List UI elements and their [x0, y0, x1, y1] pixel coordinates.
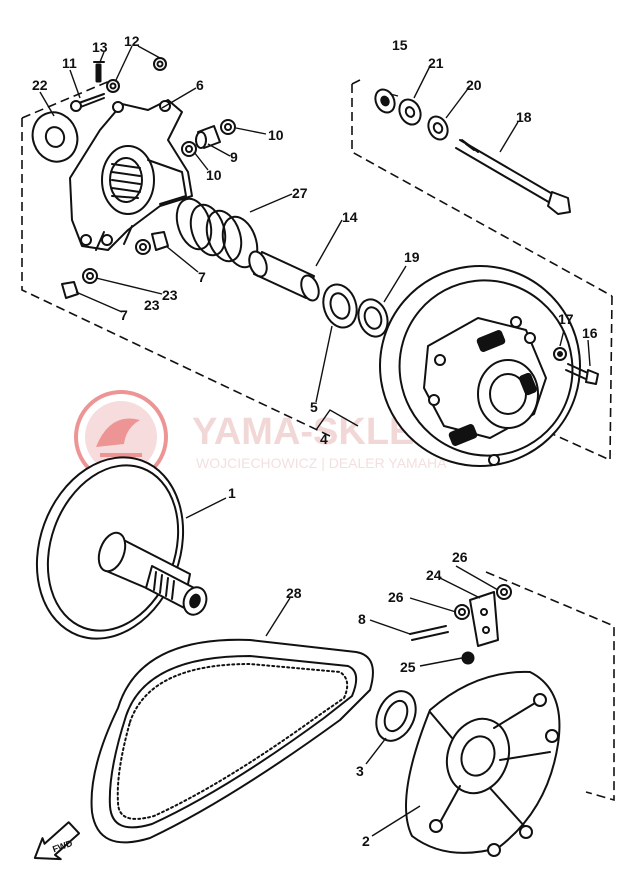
label-27: 27 — [292, 185, 308, 201]
washer-22 — [31, 111, 79, 163]
washer-12 — [106, 57, 167, 93]
arrow-left-icon — [33, 821, 81, 861]
label-23-upper: 23 — [162, 287, 178, 303]
screw-11 — [70, 93, 105, 112]
fwd-marker: FWD — [33, 821, 81, 861]
label-21: 21 — [428, 55, 444, 71]
leader-lines — [39, 45, 591, 837]
label-15: 15 — [392, 37, 408, 53]
label-10-lower: 10 — [206, 167, 222, 183]
label-2: 2 — [362, 833, 370, 849]
label-12: 12 — [124, 33, 140, 49]
label-6: 6 — [196, 77, 204, 93]
bearing-3 — [375, 690, 417, 742]
screw-25 — [461, 651, 475, 665]
sliding-sheave-4 — [379, 265, 581, 467]
washer-23 — [82, 239, 151, 284]
pin-13 — [93, 61, 105, 83]
label-10-upper: 10 — [268, 127, 284, 143]
label-8: 8 — [358, 611, 366, 627]
label-18: 18 — [516, 109, 532, 125]
label-20: 20 — [466, 77, 482, 93]
label-5: 5 — [310, 399, 318, 415]
watermark-subtitle: WOJCIECHOWICZ | DEALER YAMAHA — [196, 455, 447, 471]
label-28: 28 — [286, 585, 302, 601]
label-19: 19 — [404, 249, 420, 265]
bearing-5 — [322, 283, 358, 329]
label-16: 16 — [582, 325, 598, 341]
label-7-upper: 7 — [198, 269, 206, 285]
bushing-9 — [195, 125, 221, 149]
label-26-right: 26 — [452, 549, 468, 565]
secondary-sheave-2 — [405, 670, 561, 857]
label-14: 14 — [342, 209, 358, 225]
washer-10 — [181, 119, 236, 157]
label-9: 9 — [230, 149, 238, 165]
label-3: 3 — [356, 763, 364, 779]
spider-cap-6 — [69, 99, 193, 251]
bolt-7 — [61, 231, 169, 299]
pin-8 — [409, 625, 449, 641]
seal-19 — [357, 298, 389, 338]
washer-17 — [553, 347, 567, 361]
label-25: 25 — [400, 659, 416, 675]
washer-26 — [454, 584, 512, 620]
label-7-lower: 7 — [120, 307, 128, 323]
screw-16 — [565, 363, 599, 385]
collar-14 — [248, 250, 320, 302]
drive-belt-28 — [90, 638, 374, 844]
fixed-sheave-1 — [35, 456, 208, 640]
washer-20 — [427, 115, 449, 141]
bracket-24 — [469, 591, 499, 647]
label-1: 1 — [228, 485, 236, 501]
label-26-left: 26 — [388, 589, 404, 605]
label-23-lower: 23 — [144, 297, 160, 313]
part-labels: 22 11 13 12 6 10 9 10 27 14 15 21 20 18 … — [32, 33, 598, 849]
label-4: 4 — [320, 431, 328, 447]
washer-15 — [374, 88, 396, 114]
label-24: 24 — [426, 567, 442, 583]
spacer-21 — [398, 98, 422, 126]
label-17: 17 — [558, 311, 574, 327]
assembly-boundaries — [21, 79, 615, 802]
bolt-18 — [455, 139, 571, 215]
label-22: 22 — [32, 77, 48, 93]
label-13: 13 — [92, 39, 108, 55]
label-11: 11 — [62, 55, 77, 71]
spring-27 — [175, 197, 259, 269]
